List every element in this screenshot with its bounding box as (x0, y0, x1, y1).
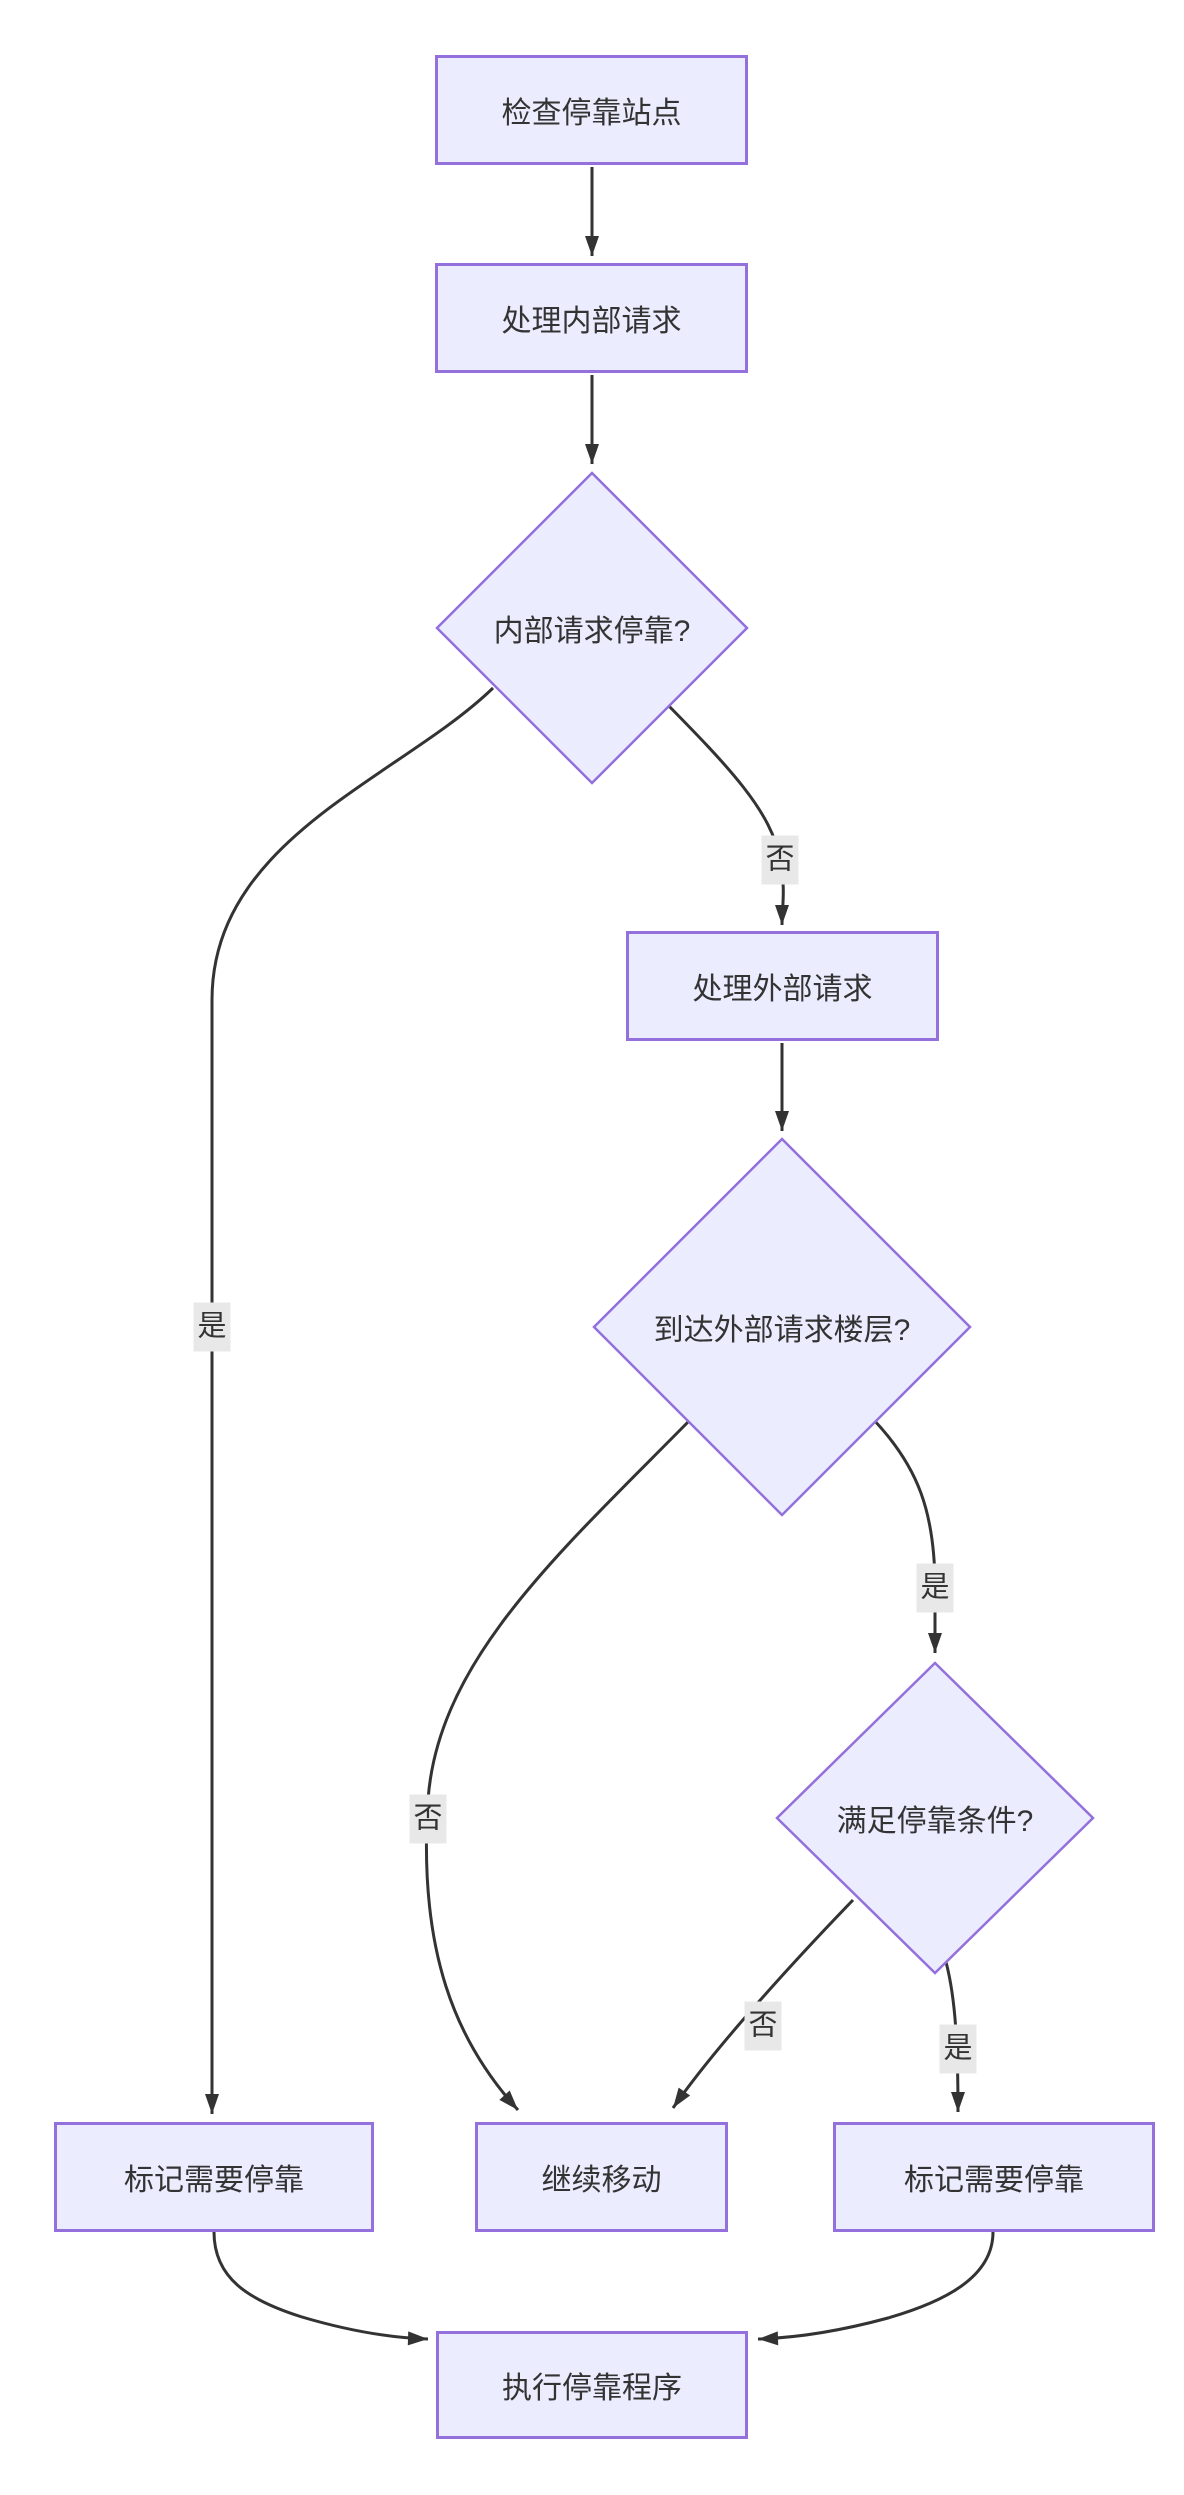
edge-label-floor-yes: 是 (916, 1563, 954, 1613)
edge-floor-no-to-continue (424, 1420, 690, 2112)
diamond-dock-condition-question (775, 1661, 1095, 1975)
node-mark-dock-right: 标记需要停靠 (833, 2122, 1155, 2232)
edge-floor-yes-to-condition (870, 1416, 942, 1653)
node-process-internal: 处理内部请求 (435, 263, 748, 373)
edge-label-condition-yes: 是 (939, 2024, 977, 2074)
edge-label-internal-yes: 是 (193, 1302, 231, 1352)
label-reach-floor-question: 到达外部请求楼层? (653, 1314, 911, 1347)
edge-mark-right-to-execute (757, 2231, 995, 2346)
edge-question-yes-to-mark-left (205, 686, 495, 2114)
diamond-internal-dock-question (435, 471, 749, 785)
label-dock-condition-question: 满足停靠条件? (836, 1805, 1034, 1838)
edge-label-internal-no: 否 (761, 835, 799, 885)
edge-question-no-to-external (661, 698, 790, 926)
edge-mark-left-to-execute (212, 2231, 429, 2346)
edge-label-floor-no: 否 (409, 1794, 447, 1844)
diamond-reach-floor-question (592, 1137, 972, 1517)
node-process-external: 处理外部请求 (626, 931, 939, 1041)
edge-label-condition-no: 否 (744, 2001, 782, 2051)
node-continue-move: 继续移动 (475, 2122, 728, 2232)
label-internal-dock-question: 内部请求停靠? (493, 615, 691, 648)
node-execute-dock: 执行停靠程序 (436, 2331, 748, 2439)
node-mark-dock-left: 标记需要停靠 (54, 2122, 374, 2232)
node-check-station: 检查停靠站点 (435, 55, 748, 165)
